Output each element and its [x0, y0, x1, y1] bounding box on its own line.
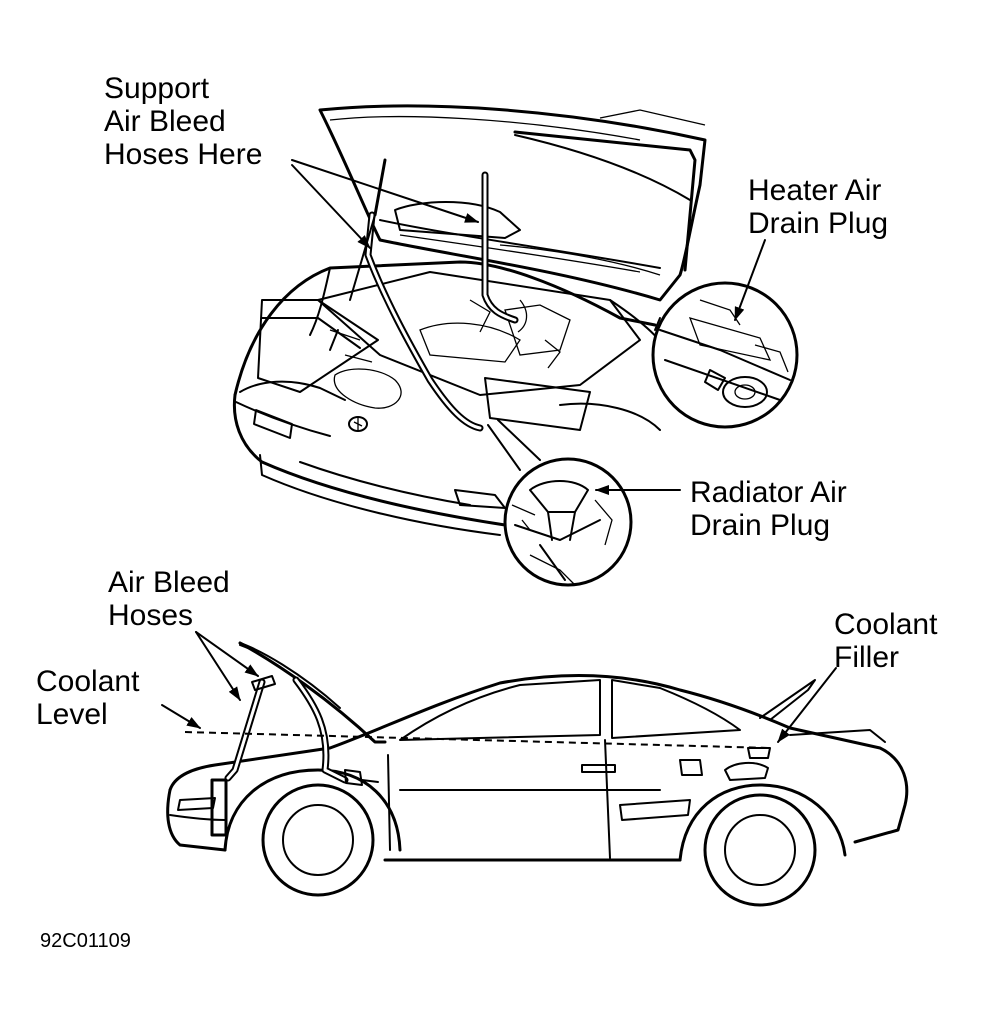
label-heater-air-drain-plug: Heater Air Drain Plug [748, 174, 889, 240]
label-coolant-filler: Coolant Filler [834, 608, 938, 674]
radiator-plug-detail [503, 457, 633, 587]
front-car-view [232, 104, 799, 587]
label-radiator-air-drain-plug: Radiator Air Drain Plug [690, 476, 847, 542]
heater-plug-detail [651, 281, 799, 429]
label-air-bleed-hoses: Air Bleed Hoses [108, 566, 230, 632]
side-car-view [161, 631, 909, 907]
figure-code: 92C01109 [40, 930, 131, 952]
label-coolant-level: Coolant Level [36, 665, 140, 731]
label-support-air-bleed-hoses: Support Air Bleed Hoses Here [104, 72, 263, 171]
engine-bay [317, 271, 641, 431]
